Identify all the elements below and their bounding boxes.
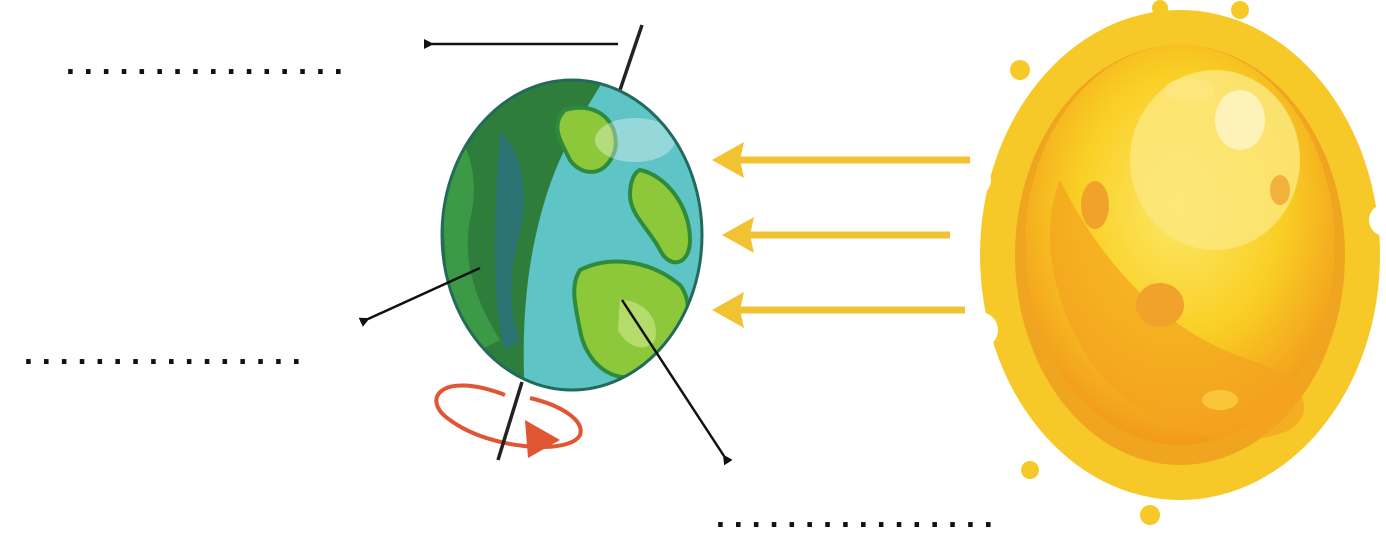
- sun-ray-arrow-top: [712, 142, 970, 178]
- sun-ray-arrow-middle: [722, 217, 950, 253]
- sun-icon: [959, 0, 1386, 529]
- blank-answer-line-middle-left: ................: [20, 345, 306, 365]
- blank-answer-line-top-left: ................: [62, 55, 348, 75]
- sun-ray-arrow-bottom: [712, 292, 965, 328]
- blank-answer-line-bottom-center: ................: [712, 508, 998, 528]
- sun-ray-arrows: [712, 142, 970, 328]
- earth-icon: [430, 25, 720, 460]
